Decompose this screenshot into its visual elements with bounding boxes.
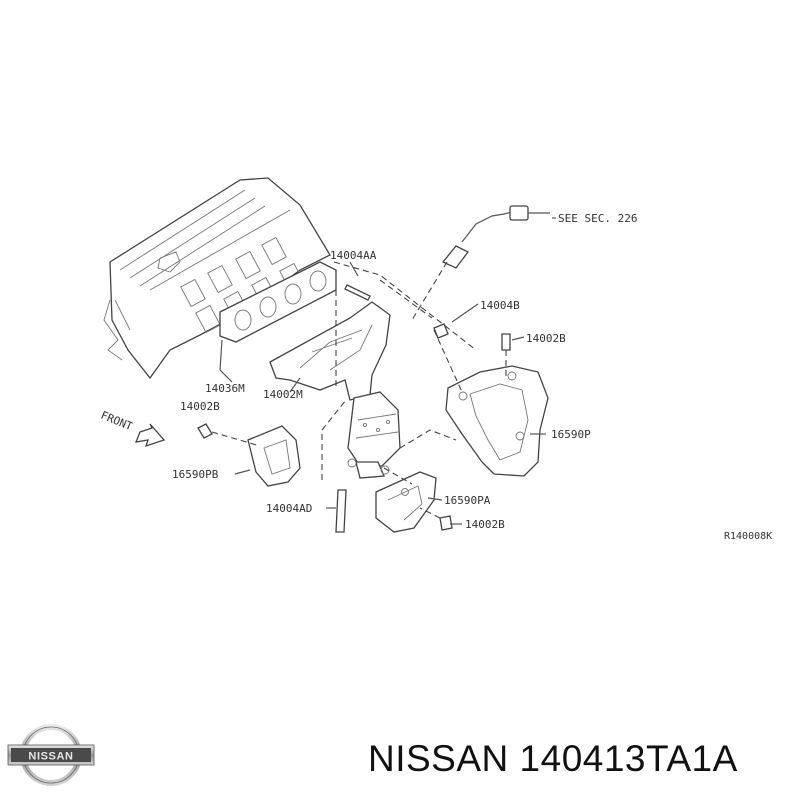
label-see-sec: SEE SEC. 226	[558, 212, 637, 225]
label-14004b: 14004B	[480, 299, 520, 312]
heat-shield-lower	[375, 471, 437, 533]
label-16590pa: 16590PA	[444, 494, 491, 507]
bracket-16590pb	[247, 425, 301, 487]
front-arrow-icon	[134, 423, 166, 448]
label-ref-code: R140008K	[724, 531, 772, 542]
leader-lines	[219, 217, 556, 525]
nissan-logo: NISSAN	[7, 724, 95, 786]
assembly-lines	[211, 261, 507, 519]
label-14002m: 14002M	[263, 388, 303, 401]
part-title: NISSAN 140413TA1A	[368, 738, 738, 779]
label-16590p: 16590P	[551, 428, 591, 441]
label-14004aa: 14004AA	[330, 249, 377, 262]
label-14002b-bottom: 14002B	[465, 518, 505, 531]
oxygen-sensor	[441, 205, 550, 269]
label-14002b-top: 14002B	[526, 332, 566, 345]
label-front: FRONT	[99, 409, 135, 434]
label-14004ad: 14004AD	[266, 502, 312, 515]
cylinder-head	[103, 177, 331, 380]
heat-shield-main	[445, 365, 549, 477]
fasteners	[197, 284, 511, 533]
label-16590pb: 16590PB	[172, 468, 219, 481]
label-14036m: 14036M	[205, 382, 245, 395]
logo-text: NISSAN	[28, 751, 73, 763]
label-14002b-left: 14002B	[180, 400, 220, 413]
exhaust-manifold	[269, 301, 401, 479]
